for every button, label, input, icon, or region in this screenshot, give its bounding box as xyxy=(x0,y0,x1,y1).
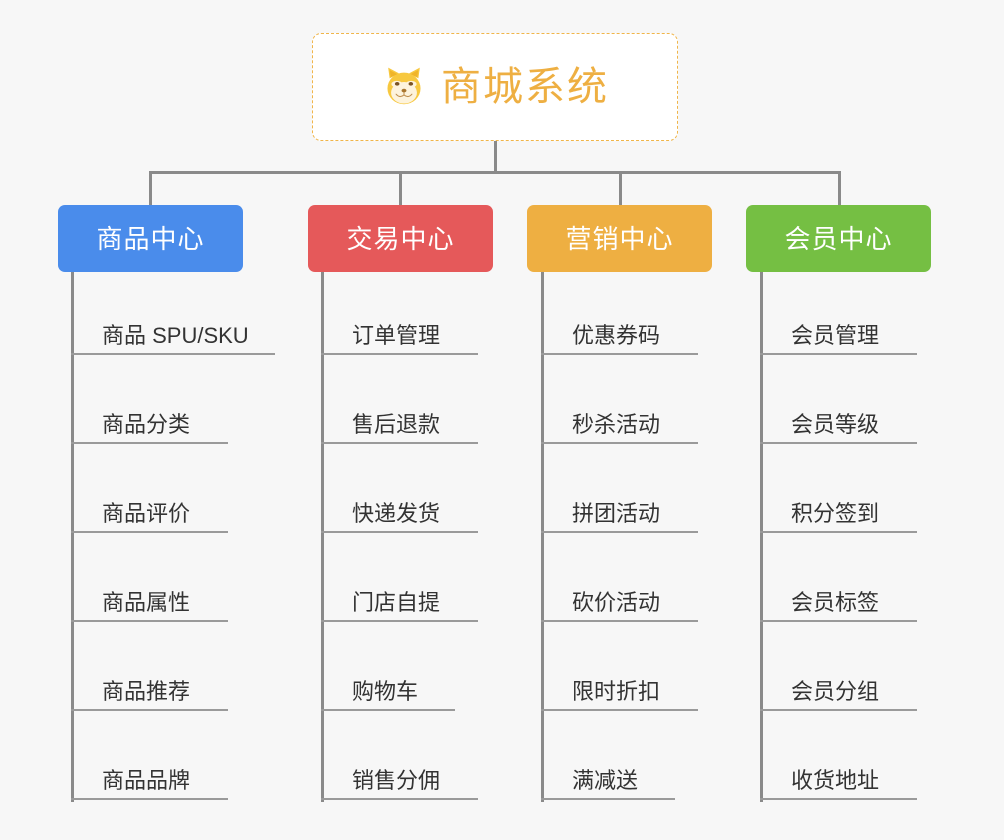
leaf-underline xyxy=(760,442,917,444)
leaf-label: 会员管理 xyxy=(791,323,880,348)
leaf-label: 限时折扣 xyxy=(572,679,661,704)
leaf-underline xyxy=(321,798,478,800)
connector-drop-category-1 xyxy=(399,171,402,205)
leaf-label: 拼团活动 xyxy=(572,501,661,526)
connector-horizontal-bus xyxy=(150,171,840,174)
leaf-underline xyxy=(760,620,917,622)
connector-root-drop xyxy=(494,141,497,174)
leaf-underline xyxy=(541,620,698,622)
leaf-label: 快递发货 xyxy=(352,501,441,526)
leaf-label: 优惠券码 xyxy=(572,323,661,348)
branch-trunk-3 xyxy=(760,272,763,802)
category-label-1: 交易中心 xyxy=(346,223,455,254)
leaf-label: 门店自提 xyxy=(352,590,441,615)
leaf-label: 销售分佣 xyxy=(352,768,441,793)
leaf-underline xyxy=(541,442,698,444)
leaf-label: 商品评价 xyxy=(102,501,191,526)
leaf-label: 商品推荐 xyxy=(102,679,191,704)
connector-drop-category-0 xyxy=(149,171,152,205)
connector-drop-category-3 xyxy=(838,171,841,205)
shiba-dog-face-icon xyxy=(387,67,421,105)
category-label-0: 商品中心 xyxy=(96,223,205,254)
leaf-underline xyxy=(321,709,455,711)
leaf-label: 订单管理 xyxy=(352,323,441,348)
category-box-2[interactable]: 营销中心 xyxy=(527,205,712,272)
leaf-underline xyxy=(71,531,228,533)
leaf-label: 会员等级 xyxy=(791,412,880,437)
leaf-underline xyxy=(321,620,478,622)
leaf-label: 积分签到 xyxy=(791,501,880,526)
root-node[interactable]: 商城系统 xyxy=(312,33,678,141)
leaf-underline xyxy=(71,620,228,622)
branch-trunk-1 xyxy=(321,272,324,802)
leaf-label: 收货地址 xyxy=(791,768,880,793)
category-label-2: 营销中心 xyxy=(565,223,674,254)
leaf-underline xyxy=(71,798,228,800)
leaf-label: 会员标签 xyxy=(791,590,880,615)
leaf-underline xyxy=(760,798,917,800)
branch-trunk-2 xyxy=(541,272,544,802)
leaf-label: 会员分组 xyxy=(791,679,880,704)
category-box-0[interactable]: 商品中心 xyxy=(58,205,243,272)
leaf-label: 商品品牌 xyxy=(102,768,191,793)
leaf-underline xyxy=(541,709,698,711)
leaf-label: 购物车 xyxy=(352,679,419,704)
category-box-1[interactable]: 交易中心 xyxy=(308,205,493,272)
leaf-underline xyxy=(71,709,228,711)
leaf-underline xyxy=(71,353,275,355)
category-label-3: 会员中心 xyxy=(784,223,893,254)
root-label: 商城系统 xyxy=(441,65,609,109)
category-box-3[interactable]: 会员中心 xyxy=(746,205,931,272)
leaf-label: 商品 SPU/SKU xyxy=(102,323,249,348)
leaf-underline xyxy=(541,798,675,800)
leaf-underline xyxy=(760,531,917,533)
leaf-underline xyxy=(321,531,478,533)
leaf-underline xyxy=(541,353,698,355)
leaf-label: 商品分类 xyxy=(102,412,191,437)
leaf-underline xyxy=(321,442,478,444)
connector-drop-category-2 xyxy=(619,171,622,205)
leaf-label: 商品属性 xyxy=(102,590,191,615)
branch-trunk-0 xyxy=(71,272,74,802)
leaf-label: 满减送 xyxy=(572,768,639,793)
leaf-underline xyxy=(71,442,228,444)
leaf-underline xyxy=(541,531,698,533)
leaf-label: 砍价活动 xyxy=(572,590,661,615)
leaf-underline xyxy=(321,353,478,355)
leaf-underline xyxy=(760,709,917,711)
leaf-label: 售后退款 xyxy=(352,412,441,437)
leaf-underline xyxy=(760,353,917,355)
leaf-label: 秒杀活动 xyxy=(572,412,661,437)
